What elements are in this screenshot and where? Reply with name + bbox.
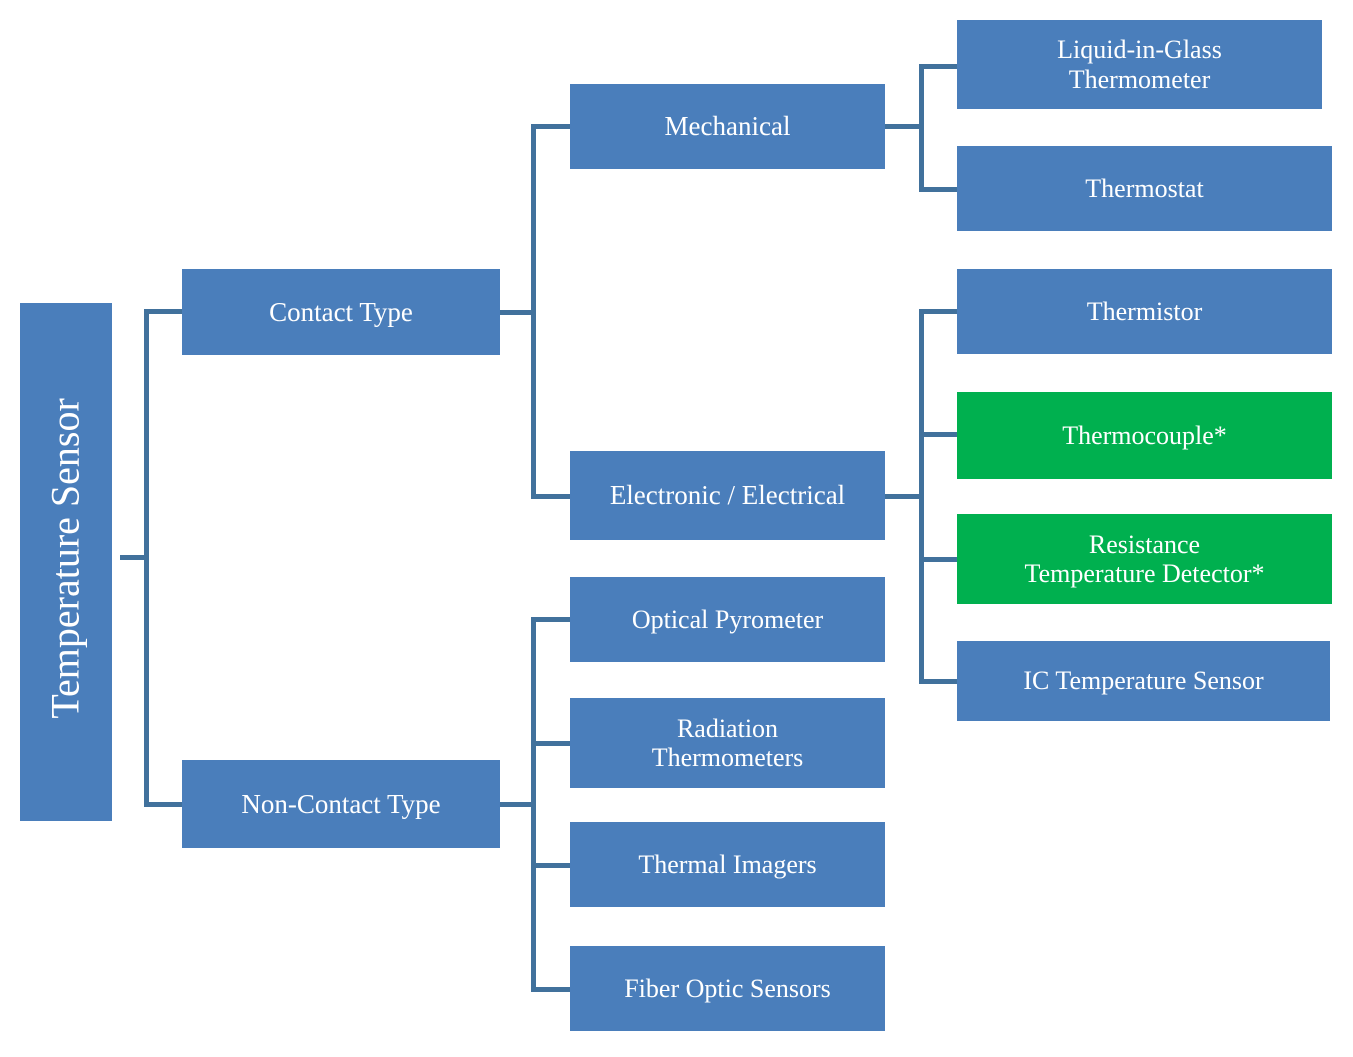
connector-contact-to-mechanical — [531, 124, 572, 129]
connector-noncontact-spine — [531, 617, 536, 992]
connector-mechanical-to-thermostat — [919, 187, 960, 192]
node-label-line1: Liquid-in-Glass — [1057, 35, 1222, 65]
node-label: Thermistor — [1086, 296, 1203, 326]
node-ic-temperature-sensor[interactable]: IC Temperature Sensor — [957, 641, 1330, 721]
node-label-line1: Radiation — [676, 713, 779, 743]
connector-root-to-contact — [144, 309, 184, 314]
node-fiber-optic-sensors[interactable]: Fiber Optic Sensors — [570, 946, 885, 1031]
node-thermocouple[interactable]: Thermocouple* — [957, 392, 1332, 479]
connector-noncontact-to-thermal — [531, 863, 572, 868]
node-label: IC Temperature Sensor — [1023, 666, 1264, 696]
connector-noncontact-to-fiber — [531, 987, 572, 992]
node-liquid-in-glass-thermometer[interactable]: Liquid-in-Glass Thermometer — [957, 20, 1322, 109]
connector-electronic-stub — [885, 494, 921, 499]
node-label: Fiber Optic Sensors — [624, 973, 831, 1003]
connector-electronic-to-ic — [919, 679, 960, 684]
node-label: Thermostat — [1085, 173, 1204, 203]
connector-electronic-to-thermistor — [919, 309, 960, 314]
node-non-contact-type[interactable]: Non-Contact Type — [182, 760, 500, 848]
node-label: Contact Type — [269, 296, 413, 327]
node-optical-pyrometer[interactable]: Optical Pyrometer — [570, 577, 885, 662]
node-label: Optical Pyrometer — [631, 604, 824, 634]
node-label-line2: Thermometers — [651, 743, 804, 772]
node-label: Temperature Sensor — [42, 398, 88, 719]
node-temperature-sensor-root[interactable]: Temperature Sensor — [20, 303, 112, 821]
connector-contact-spine — [531, 124, 536, 499]
connector-root-stub — [120, 555, 149, 560]
connector-noncontact-to-optical — [531, 617, 572, 622]
node-label-line2: Thermometer — [1068, 64, 1211, 94]
connector-mechanical-stub — [885, 124, 921, 129]
connector-noncontact-stub — [500, 802, 536, 807]
node-thermal-imagers[interactable]: Thermal Imagers — [570, 822, 885, 907]
node-contact-type[interactable]: Contact Type — [182, 269, 500, 355]
connector-contact-to-electronic — [531, 494, 572, 499]
node-radiation-thermometers[interactable]: Radiation Thermometers — [570, 698, 885, 788]
node-resistance-temperature-detector[interactable]: Resistance Temperature Detector* — [957, 514, 1332, 604]
node-label-line1: Resistance — [1088, 529, 1201, 559]
connector-mechanical-spine — [919, 64, 924, 192]
node-electronic-electrical[interactable]: Electronic / Electrical — [570, 451, 885, 540]
connector-electronic-to-thermocouple — [919, 432, 960, 437]
connector-contact-stub — [500, 310, 536, 315]
connector-root-spine — [144, 309, 149, 807]
connector-mechanical-to-liquid — [919, 64, 960, 69]
node-label: Electronic / Electrical — [609, 480, 846, 511]
node-label: Mechanical — [664, 111, 791, 142]
node-thermostat[interactable]: Thermostat — [957, 146, 1332, 231]
node-label-line2: Temperature Detector* — [1024, 559, 1265, 588]
connector-root-to-noncontact — [144, 802, 184, 807]
node-mechanical[interactable]: Mechanical — [570, 84, 885, 169]
node-label: Thermal Imagers — [638, 849, 817, 879]
node-label: Thermocouple* — [1062, 420, 1227, 450]
node-thermistor[interactable]: Thermistor — [957, 269, 1332, 354]
node-label: Non-Contact Type — [241, 788, 441, 819]
connector-electronic-spine — [919, 309, 924, 684]
connector-noncontact-to-radiation — [531, 741, 572, 746]
connector-electronic-to-rtd — [919, 557, 960, 562]
